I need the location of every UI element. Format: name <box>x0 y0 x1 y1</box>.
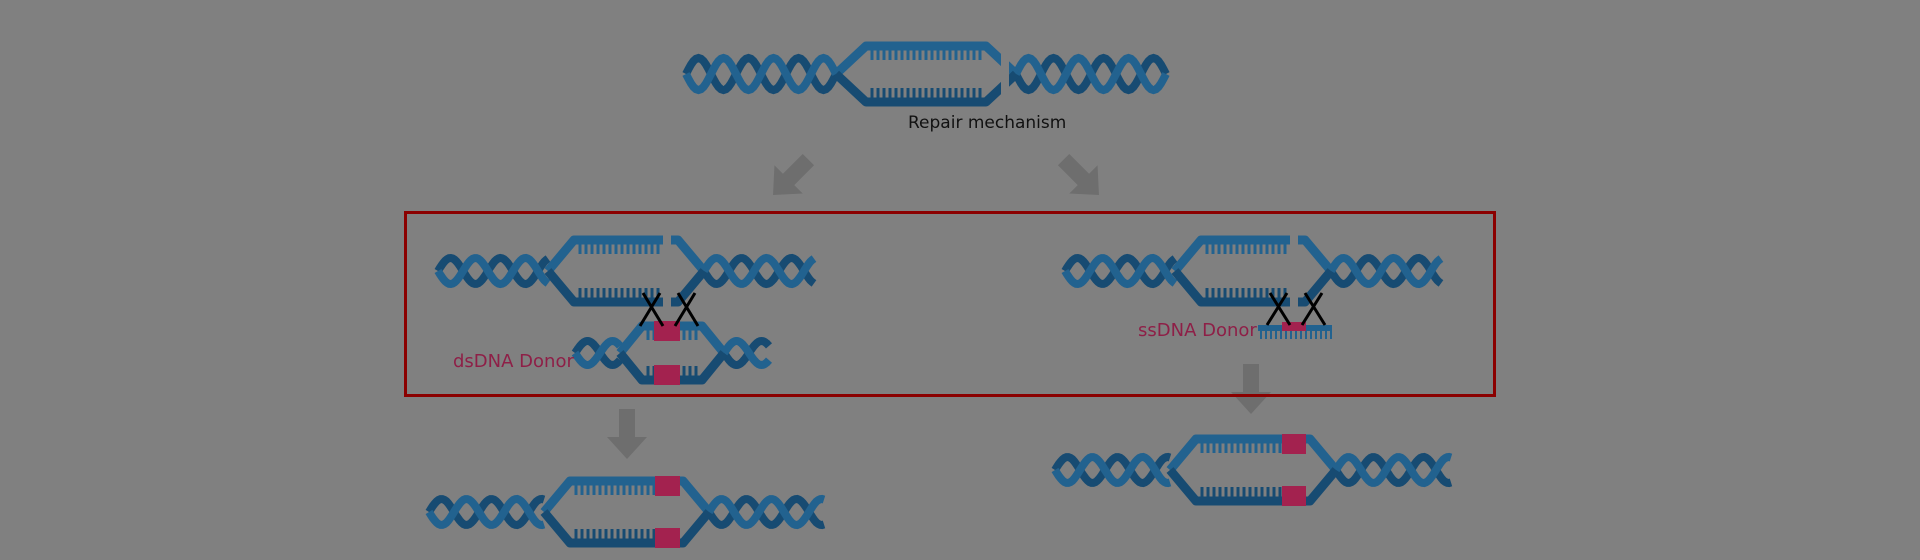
arrow-down-icon <box>1231 364 1271 414</box>
insert-segment <box>1282 434 1306 454</box>
repaired-dna-right <box>1051 434 1453 506</box>
arrow-down-icon <box>607 409 647 459</box>
broken-dna-right <box>1061 232 1444 310</box>
helix-strand <box>1327 253 1444 289</box>
helix-strand <box>700 253 817 289</box>
bottom-strand <box>1166 467 1340 506</box>
helix-strand <box>1332 452 1453 488</box>
helix-strand <box>1061 253 1178 289</box>
highlight-box <box>404 211 1496 397</box>
broken-dna-left <box>434 232 817 310</box>
insert-segment <box>654 365 680 385</box>
helix-strand <box>434 253 551 289</box>
helix-strand <box>700 253 817 289</box>
top-strand <box>544 235 708 274</box>
arrow-shape <box>1231 364 1271 414</box>
top-strand <box>1171 235 1335 274</box>
helix-strand <box>682 53 840 95</box>
top-strand <box>1166 434 1340 473</box>
insert-segment <box>655 476 680 496</box>
insert-segment <box>1282 322 1306 331</box>
bottom-strand <box>544 268 708 307</box>
helix-strand <box>705 494 826 530</box>
helix-strand <box>571 337 624 370</box>
arrow-shape <box>1057 153 1099 195</box>
ssdna-donor <box>1258 322 1332 339</box>
double-strand-break <box>663 232 671 310</box>
crossover-lines <box>638 292 700 327</box>
bottom-strand <box>1171 268 1335 307</box>
arrow-down-right-icon <box>1057 153 1099 195</box>
helix-strand <box>571 336 624 369</box>
helix-strand <box>434 253 551 289</box>
helix-strand <box>1327 253 1444 289</box>
helix-strand <box>705 494 826 530</box>
helix-strand <box>720 337 773 370</box>
helix-strand <box>1012 53 1170 95</box>
insert-segment <box>655 528 680 548</box>
dsdna-donor <box>571 321 773 385</box>
bottom-strand <box>540 509 713 548</box>
helix-strand <box>1051 452 1172 488</box>
top-strand <box>540 476 713 515</box>
insert-segment <box>654 321 680 341</box>
helix-strand <box>425 494 546 530</box>
repair-mechanism-label: Repair mechanism <box>908 113 1067 133</box>
insert-segment <box>1282 486 1306 506</box>
ssdna-donor-label: ssDNA Donor <box>1138 320 1257 341</box>
helix-strand <box>425 494 546 530</box>
arrow-down-left-icon <box>773 153 815 195</box>
double-strand-break <box>1290 232 1298 310</box>
dsdna-donor-label: dsDNA Donor <box>453 351 574 372</box>
helix-strand <box>1051 452 1172 488</box>
helix-strand <box>1332 452 1453 488</box>
arrow-shape <box>607 409 647 459</box>
broken-dna-top <box>682 38 1170 110</box>
double-strand-break <box>1001 38 1009 110</box>
crossover-lines <box>1265 292 1327 326</box>
helix-strand <box>720 336 773 369</box>
helix-strand <box>1061 253 1178 289</box>
repaired-dna-left <box>425 476 826 548</box>
arrow-shape <box>773 153 815 195</box>
